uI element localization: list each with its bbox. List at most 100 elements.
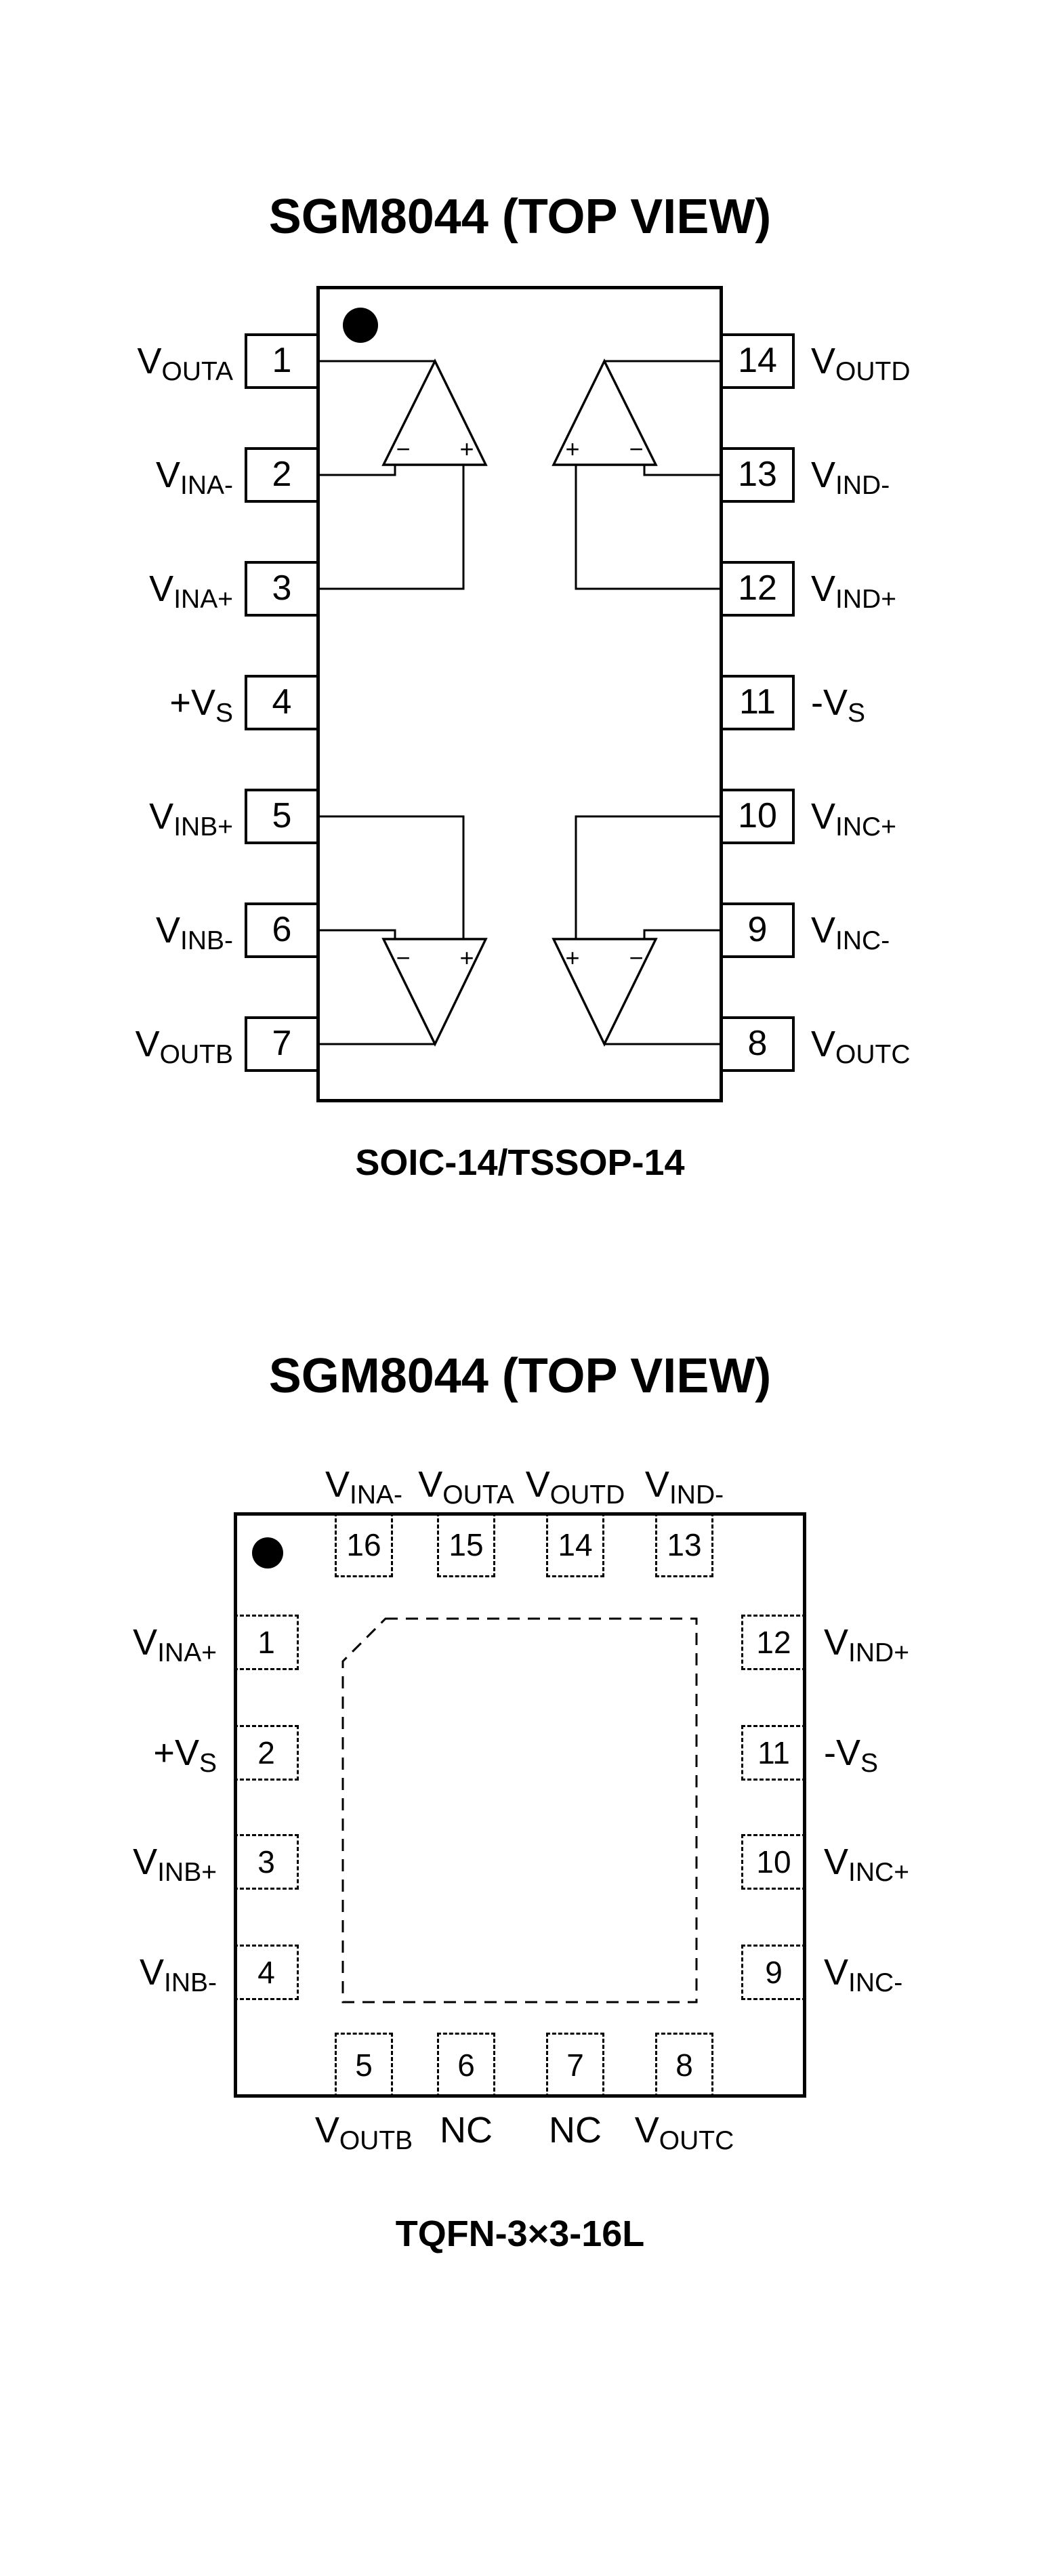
opamp-c: + − xyxy=(552,815,720,1047)
pin-label-sub: S xyxy=(199,1749,217,1778)
opamp-a-plus-sign: + xyxy=(459,435,474,463)
pin-label-main: -V xyxy=(811,682,848,723)
pin-label-main: V xyxy=(133,1622,158,1663)
soic-package-caption: SOIC-14/TSSOP-14 xyxy=(355,1142,685,1183)
pin-label-sub: IND- xyxy=(835,471,890,500)
pin-label-main: V xyxy=(811,910,836,951)
tqfn-pin-16-pad: 16 xyxy=(335,1512,393,1577)
soic-pin-6-label: VINB- xyxy=(37,903,233,957)
opamp-c-plus-sign: + xyxy=(565,944,579,972)
tqfn-package-caption: TQFN-3×3-16L xyxy=(395,2214,645,2254)
pin-label-sub: OUTB xyxy=(339,2126,413,2155)
pin-label-sub: INC+ xyxy=(835,812,896,842)
soic-pin-7-box: 7 xyxy=(245,1016,319,1072)
soic-pin-13-box: 13 xyxy=(720,447,795,503)
pin-label-main: V xyxy=(135,1024,160,1064)
tqfn-pin-14-pad: 14 xyxy=(546,1512,604,1577)
pin-label-main: NC xyxy=(549,2110,602,2151)
opamp-a-wires xyxy=(320,360,465,590)
opamp-b-minus-sign: − xyxy=(396,944,410,972)
tqfn-pin-7-label: NC xyxy=(549,2103,602,2157)
pin-label-main: +V xyxy=(169,682,215,723)
opamp-a-minus-sign: − xyxy=(396,435,410,463)
pin-label-main: +V xyxy=(153,1732,199,1773)
soic-pin-13-label: VIND- xyxy=(811,448,1035,502)
pin-label-sub: INB+ xyxy=(157,1858,217,1887)
tqfn-chip-body: 16 15 14 13 1 2 3 4 12 11 10 9 5 6 7 8 xyxy=(234,1512,806,2098)
opamp-b: − + xyxy=(320,815,488,1047)
pin-label-main: V xyxy=(811,341,836,381)
pin-label-main: V xyxy=(149,568,174,609)
soic-pin-1-label: VOUTA xyxy=(37,334,233,388)
tqfn-title: SGM8044 (TOP VIEW) xyxy=(268,1349,772,1403)
pin-label-main: V xyxy=(149,796,174,837)
pin-label-sub: IND- xyxy=(669,1480,724,1510)
soic-pin-2-box: 2 xyxy=(245,447,319,503)
tqfn-pin-15-pad: 15 xyxy=(437,1512,495,1577)
soic-pin-9-label: VINC- xyxy=(811,903,1035,957)
pin-label-main: V xyxy=(325,1464,350,1505)
pin-label-main: V xyxy=(811,568,836,609)
opamp-a-triangle xyxy=(381,358,488,466)
opamp-d-triangle xyxy=(552,358,658,466)
pin-label-main: V xyxy=(824,1952,849,1993)
pin-label-main: V xyxy=(155,910,180,951)
pin-label-main: V xyxy=(824,1842,849,1882)
tqfn-pin-4-label: VINB- xyxy=(20,1945,217,1999)
pin-label-main: V xyxy=(811,455,836,495)
soic-pin-1-box: 1 xyxy=(245,333,319,389)
pin-label-sub: INA+ xyxy=(173,585,233,614)
opamp-b-wires xyxy=(320,815,465,1045)
soic-pin-12-box: 12 xyxy=(720,561,795,617)
pin-label-sub: INA- xyxy=(350,1480,403,1510)
tqfn-pin-2-label: +VS xyxy=(20,1726,217,1780)
exposed-pad-outline xyxy=(341,1617,698,2003)
pin-label-main: V xyxy=(133,1842,158,1882)
pin-label-main: V xyxy=(811,1024,836,1064)
opamp-d-plus-sign: + xyxy=(565,435,579,463)
pin-label-sub: OUTC xyxy=(835,1040,911,1069)
pin-label-main: V xyxy=(644,1464,669,1505)
soic-pin-4-label: +VS xyxy=(37,676,233,730)
tqfn-pin-7-pad: 7 xyxy=(546,2033,604,2098)
pin-label-sub: OUTC xyxy=(659,2126,734,2155)
pin-label-sub: INB- xyxy=(180,926,233,955)
tqfn-pin-6-label: NC xyxy=(440,2103,493,2157)
soic-pin-11-box: 11 xyxy=(720,675,795,730)
pin1-indicator-dot xyxy=(343,308,378,343)
soic-pin-8-box: 8 xyxy=(720,1016,795,1072)
pin-label-sub: INB- xyxy=(164,1968,217,1997)
soic-pin-6-box: 6 xyxy=(245,902,319,958)
tqfn-pin-14-label: VOUTD xyxy=(526,1457,625,1512)
opamp-a: − + xyxy=(320,358,488,590)
pin-label-main: V xyxy=(418,1464,443,1505)
opamp-c-triangle xyxy=(552,938,658,1047)
tqfn-pin-5-label: VOUTB xyxy=(315,2103,413,2157)
soic-pin-3-box: 3 xyxy=(245,561,319,617)
soic-pin-3-label: VINA+ xyxy=(37,562,233,616)
pin-label-sub: S xyxy=(848,699,866,728)
tqfn-pin-3-label: VINB+ xyxy=(20,1835,217,1889)
tqfn-pin-8-pad: 8 xyxy=(655,2033,713,2098)
tqfn-pin-8-label: VOUTC xyxy=(635,2103,734,2157)
opamp-c-wires xyxy=(575,815,720,1045)
opamp-d-minus-sign: − xyxy=(629,435,643,463)
pin-label-sub: INC- xyxy=(835,926,890,955)
soic-pin-2-label: VINA- xyxy=(37,448,233,502)
soic-pin-10-box: 10 xyxy=(720,789,795,844)
tqfn-pin-2-pad: 2 xyxy=(234,1725,299,1781)
pin-label-sub: S xyxy=(860,1749,879,1778)
pin-label-sub: OUTA xyxy=(161,357,233,386)
tqfn-pin-15-label: VOUTA xyxy=(418,1457,514,1512)
pin-label-sub: INA+ xyxy=(157,1638,217,1667)
tqfn-pin-11-pad: 11 xyxy=(741,1725,806,1781)
tqfn-pin-13-label: VIND- xyxy=(645,1457,724,1512)
opamp-c-minus-sign: − xyxy=(629,944,643,972)
soic-pin-14-box: 14 xyxy=(720,333,795,389)
soic-pin-5-label: VINB+ xyxy=(37,789,233,844)
tqfn-pin-13-pad: 13 xyxy=(655,1512,713,1577)
tqfn-pin-11-label: -VS xyxy=(824,1726,1034,1780)
pin-label-main: V xyxy=(811,796,836,837)
pin-label-sub: INC+ xyxy=(848,1858,909,1887)
opamp-d: + − xyxy=(552,358,720,590)
